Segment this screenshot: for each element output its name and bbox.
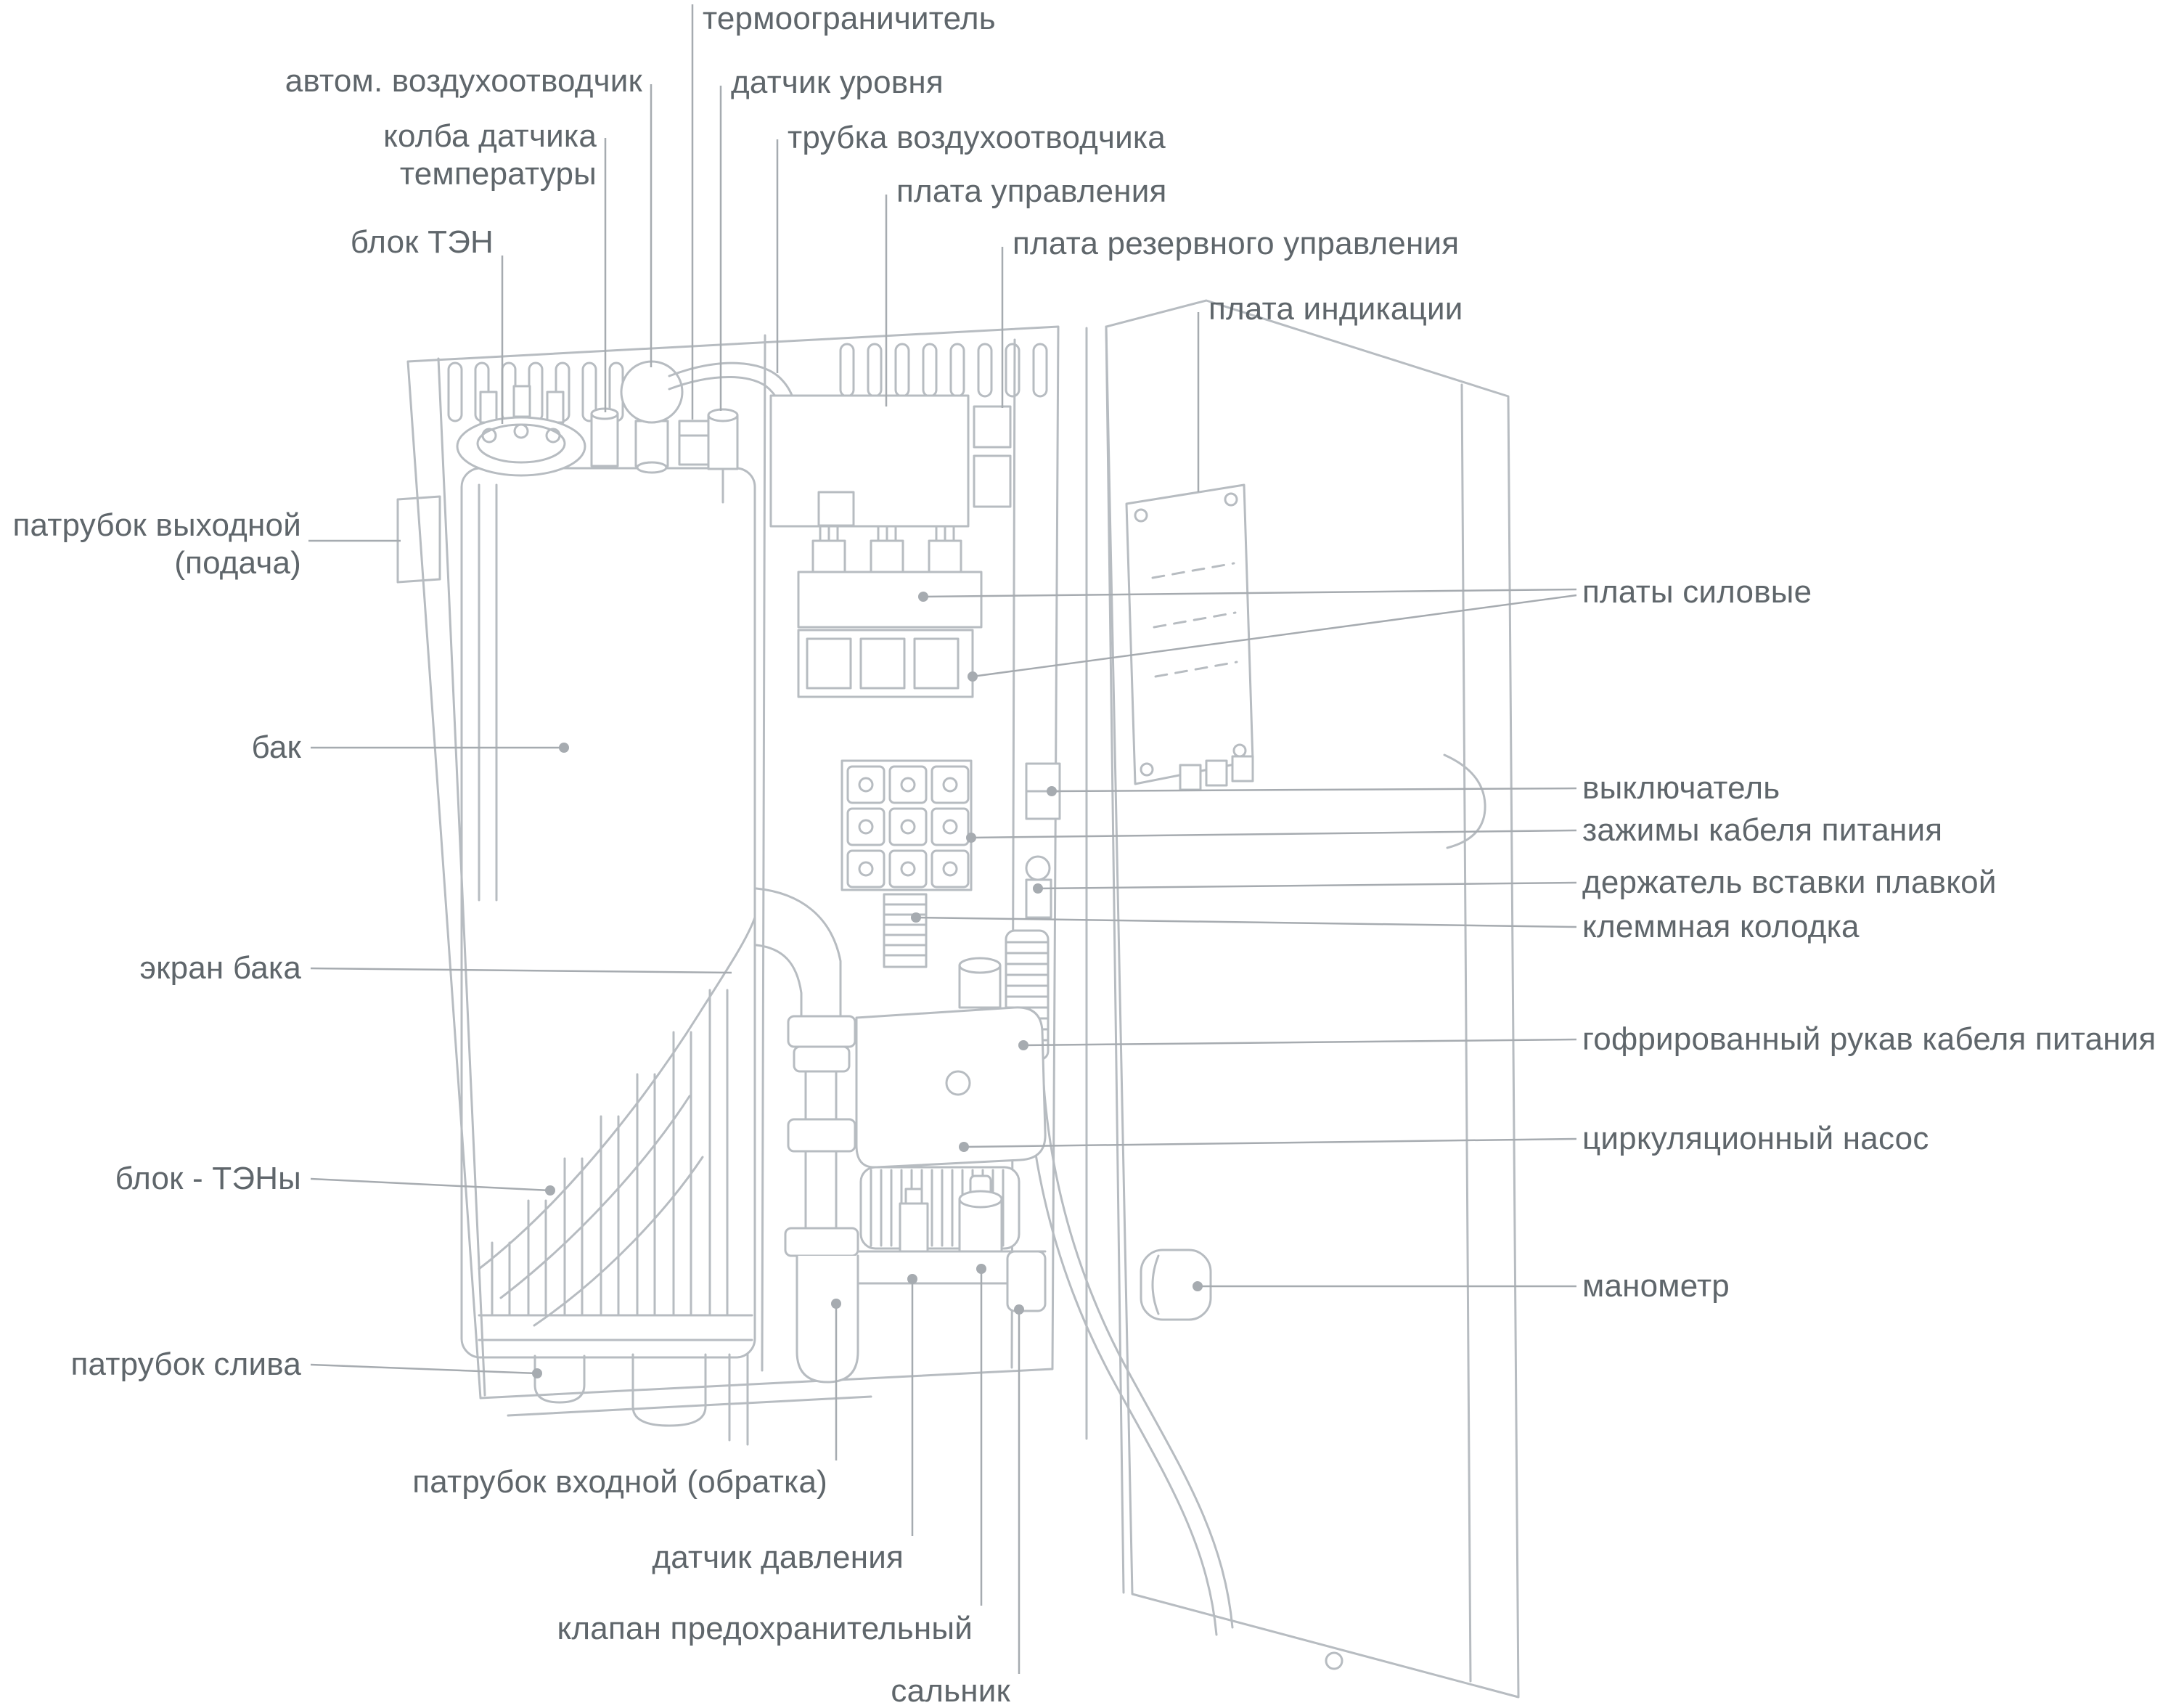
- label-auto-air-vent: автом. воздухоотводчик: [285, 63, 642, 99]
- label-temp-sensor-bulb-line1: колба датчика: [383, 118, 597, 154]
- door-panel: [1085, 299, 1520, 1699]
- label-tank: бак: [251, 730, 301, 765]
- level-sensor-part: [707, 408, 739, 504]
- label-control-board: плата управления: [896, 173, 1167, 209]
- control-board-part: [769, 394, 970, 528]
- power-boards-part: [797, 526, 983, 698]
- label-power-boards: платы силовые: [1582, 574, 1812, 610]
- label-heating-elements: блок - ТЭНы: [115, 1161, 301, 1196]
- label-outlet-pipe-line2: (подача): [174, 544, 301, 581]
- label-indication-board: плата индикации: [1208, 291, 1463, 327]
- label-temp-sensor-bulb: колба датчика температуры: [383, 118, 597, 193]
- pump-and-pipes-part: [755, 887, 1047, 1384]
- backup-board-part: [973, 405, 1012, 508]
- label-level-sensor: датчик уровня: [731, 65, 944, 100]
- label-safety-valve: клапан предохранительный: [557, 1611, 973, 1646]
- power-cable-part: [1025, 1058, 1234, 1636]
- indication-board-part: [1125, 483, 1254, 791]
- label-fuse-holder: держатель вставки плавкой: [1582, 865, 1997, 900]
- label-cable-clamps: зажимы кабеля питания: [1582, 812, 1943, 848]
- leader-lines: [308, 4, 1577, 1674]
- tank-part: [460, 467, 756, 1359]
- label-circulation-pump: циркуляционный насос: [1582, 1121, 1929, 1156]
- label-tank-screen: экран бака: [139, 950, 301, 986]
- bottom-stubs-part: [533, 1353, 749, 1446]
- label-switch: выключатель: [1582, 770, 1780, 806]
- label-pressure-sensor: датчик давления: [652, 1540, 904, 1575]
- label-outlet-pipe-line1: патрубок выходной: [12, 507, 301, 543]
- temp-sensor-bulb-part: [590, 407, 619, 467]
- thermal-limiter-part: [678, 420, 714, 466]
- label-drain-pipe: патрубок слива: [70, 1347, 301, 1382]
- terminal-block-part: [883, 893, 928, 968]
- ten-block-top-part: [456, 385, 586, 477]
- label-backup-control-board: плата резервного управления: [1013, 226, 1460, 261]
- label-outlet-pipe: патрубок выходной (подача): [12, 507, 301, 582]
- pressure-gauge-part: [1140, 1249, 1212, 1321]
- cable-clamps-part: [840, 759, 973, 891]
- label-inlet-pipe: патрубок входной (обратка): [412, 1464, 827, 1500]
- cabinet-body: [396, 325, 1060, 1417]
- label-corrugated-sleeve: гофрированный рукав кабеля питания: [1582, 1021, 2156, 1057]
- label-gland: сальник: [891, 1673, 1010, 1708]
- heating-element-tubes-part: [478, 989, 753, 1341]
- label-thermal-limiter: термоограничитель: [703, 1, 996, 36]
- label-pressure-gauge: манометр: [1582, 1268, 1730, 1304]
- label-temp-sensor-bulb-line2: температуры: [399, 155, 597, 192]
- label-air-vent-tube: трубка воздухоотводчика: [788, 120, 1166, 155]
- label-terminal-block: клеммная колодка: [1582, 909, 1860, 944]
- leader-dots: [532, 592, 1203, 1378]
- label-heating-unit-block: блок ТЭН: [350, 224, 494, 260]
- air-vent-part: [620, 360, 684, 474]
